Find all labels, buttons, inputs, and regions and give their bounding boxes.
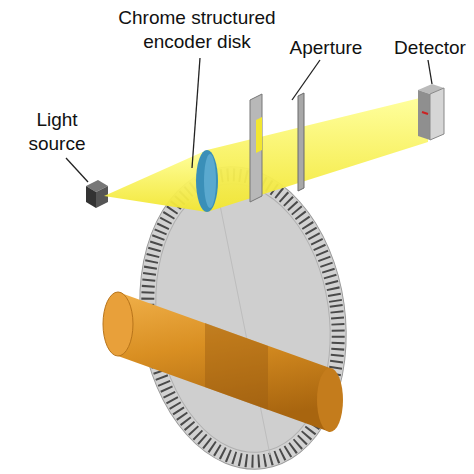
aperture [250, 93, 304, 202]
part-label: Detector [388, 36, 472, 60]
detector [418, 84, 444, 140]
part-label: Light source [18, 108, 96, 156]
part-label: Aperture [284, 36, 368, 60]
light-beam [104, 96, 428, 212]
part-label: Chrome structured encoder disk [90, 6, 304, 54]
shaft [103, 292, 343, 432]
light-source [86, 180, 108, 208]
leader-lines [66, 58, 432, 182]
